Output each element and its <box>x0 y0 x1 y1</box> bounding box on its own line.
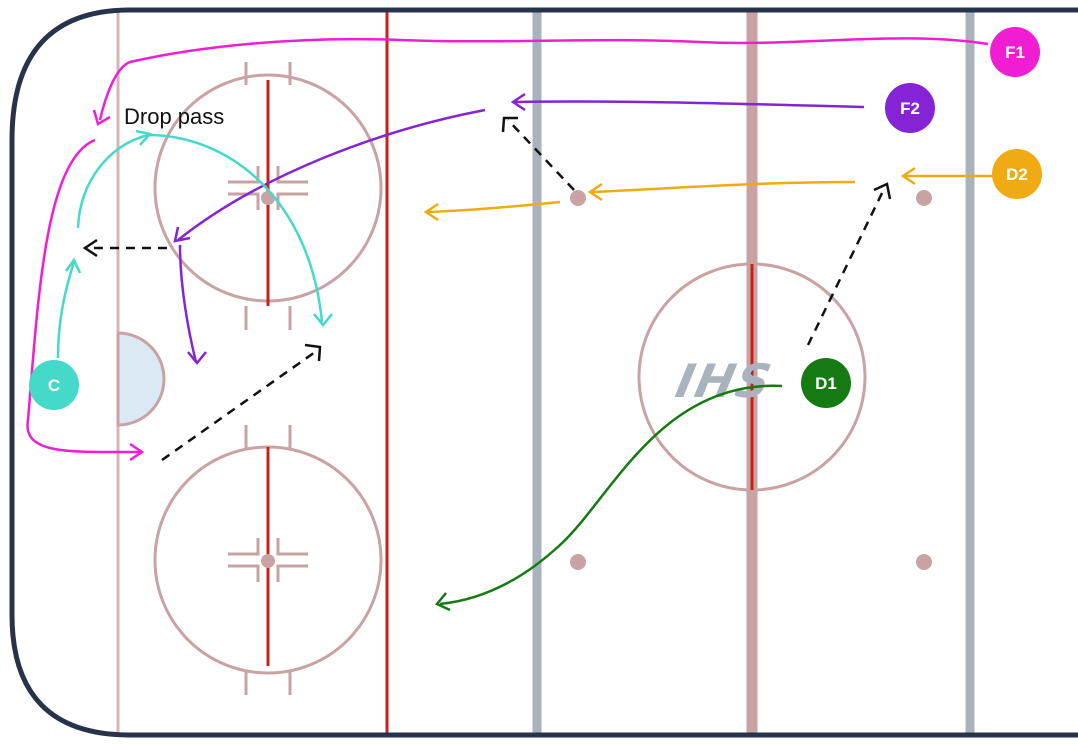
center-circle <box>637 262 867 492</box>
d1-path <box>435 384 783 612</box>
pass-lines <box>82 116 892 462</box>
faceoff-dot <box>570 554 586 570</box>
d2-path <box>423 166 996 222</box>
player-c[interactable]: C <box>29 360 79 410</box>
player-f1-label: F1 <box>1005 43 1025 62</box>
player-f2[interactable]: F2 <box>885 83 935 133</box>
player-d2-label: D2 <box>1006 165 1028 184</box>
c-path <box>56 129 333 359</box>
drop-pass-annotation: Drop pass <box>124 104 224 129</box>
player-f2-marker <box>885 83 935 133</box>
player-d1-marker <box>801 358 851 408</box>
player-d1[interactable]: D1 <box>801 358 851 408</box>
player-f1[interactable]: F1 <box>990 27 1040 77</box>
player-d2[interactable]: D2 <box>992 149 1042 199</box>
faceoff-circle-top <box>153 62 383 330</box>
faceoff-dot <box>916 554 932 570</box>
player-f1-marker <box>990 27 1040 77</box>
player-d1-label: D1 <box>815 374 837 393</box>
faceoff-dot <box>916 190 932 206</box>
player-c-marker <box>29 360 79 410</box>
player-c-label: C <box>48 376 60 395</box>
center-ice-logo: IHS <box>671 354 777 407</box>
faceoff-circle-bottom <box>153 425 383 695</box>
rink-boards <box>9 7 1078 738</box>
goal-crease <box>116 331 166 427</box>
faceoff-dot <box>570 190 586 206</box>
player-f2-label: F2 <box>900 99 920 118</box>
player-d2-marker <box>992 149 1042 199</box>
f2-path <box>173 92 865 365</box>
